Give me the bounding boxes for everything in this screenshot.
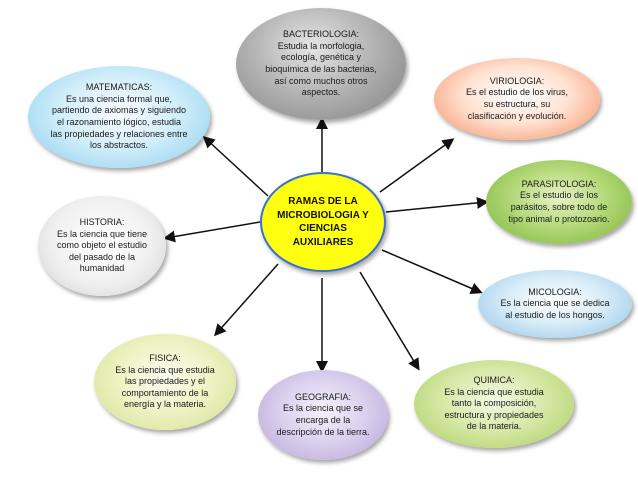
node-matematicas-line-3: el razonamiento lógico, estudia — [56, 117, 182, 127]
arrow-to-micologia — [381, 249, 483, 294]
node-viriologia-line-2: su estructura, su — [483, 99, 551, 109]
node-parasitologia: PARASITOLOGIA: Es el estudio de los pará… — [486, 160, 632, 244]
node-parasitologia-line-2: parásitos, sobre todo de — [510, 202, 608, 212]
node-bacteriologia-line-2: ecología, genética y — [280, 52, 362, 63]
node-historia-line-3: del pasado de la — [68, 251, 136, 262]
node-viriologia: VIRIOLOGIA: Es el estudio de los virus, … — [434, 58, 600, 140]
node-historia: HISTORIA: Es la ciencia que tiene como o… — [38, 196, 166, 296]
node-quimica-line-1: Es la ciencia que estudia — [444, 386, 544, 397]
node-historia-line-4: humanidad — [79, 263, 125, 274]
node-fisica: FISICA: Es la ciencia que estudia las pr… — [94, 334, 236, 430]
node-micologia-title: MICOLOGIA: — [528, 286, 582, 297]
arrow-to-viriologia — [379, 138, 455, 193]
node-fisica-title: FISICA: — [149, 353, 181, 364]
node-geografia-title: GEOGRAFIA: — [294, 391, 351, 402]
central-topic-line-2: MICROBIOLOGIA Y — [277, 209, 369, 221]
node-parasitologia-line-1: Es el estudio de los — [519, 190, 599, 201]
node-geografia-line-3: descripción de la tierra. — [276, 426, 370, 437]
node-quimica: QUIMICA: Es la ciencia que estudia tanto… — [414, 360, 574, 448]
central-topic: RAMAS DE LA MICROBIOLOGIA Y CIENCIAS AUX… — [260, 172, 386, 272]
node-fisica-line-1: Es la ciencia que estudia — [115, 364, 215, 375]
node-matematicas-title: MATEMATICAS: — [85, 82, 153, 93]
node-viriologia-title: VIRIOLOGIA: — [489, 75, 545, 86]
node-fisica-line-4: energía y la materia. — [123, 399, 207, 410]
arrow-to-fisica — [214, 263, 279, 337]
node-quimica-line-2: tanto la composición, — [451, 398, 537, 409]
arrow-to-matematicas — [202, 135, 269, 197]
node-viriologia-line-1: Es el estudio de los virus, — [465, 87, 569, 98]
node-matematicas-line-2: partiendo de axiomas y siguiendo — [51, 105, 187, 116]
node-historia-line-1: Es la ciencia que tiene — [56, 228, 148, 239]
node-bacteriologia: BACTERIOLOGIA: Estudia la morfologia, ec… — [236, 8, 406, 120]
node-bacteriologia-title: BACTERIOLOGIA: — [282, 29, 360, 40]
node-matematicas-line-1: Es una ciencia formal que, — [65, 93, 173, 104]
node-micologia: MICOLOGIA: Es la ciencia que se dedica a… — [478, 270, 632, 338]
node-geografia: GEOGRAFIA: Es la ciencia que se encarga … — [258, 370, 388, 460]
node-historia-line-2: como objeto el estudio — [56, 240, 148, 251]
node-matematicas-line-4: las propiedades y relaciones entre — [50, 128, 188, 139]
node-matematicas-line-5: los abstractos. — [89, 140, 149, 151]
node-quimica-line-4: de la materia. — [466, 421, 522, 432]
node-bacteriologia-line-5: aspectos. — [301, 87, 341, 98]
node-micologia-line-2: al estudio de los hongos. — [505, 309, 605, 320]
node-matematicas: MATEMATICAS: Es una ciencia formal que, … — [28, 66, 210, 168]
node-parasitologia-line-3: tipo animal o protozoario. — [508, 213, 610, 224]
node-quimica-title: QUIMICA: — [473, 375, 515, 386]
node-bacteriologia-line-1: Estudia la morfologia, — [277, 40, 365, 51]
node-fisica-line-3: comportamiento de la — [121, 387, 209, 398]
node-geografia-line-2: encarga de la — [295, 415, 351, 425]
node-fisica-line-2: las propiedades y el — [124, 376, 206, 387]
node-micologia-line-1: Es la ciencia que se dedica — [500, 298, 610, 309]
node-historia-title: HISTORIA: — [79, 217, 125, 228]
node-bacteriologia-line-3: bioquímica de las bacterias, — [265, 64, 377, 74]
node-viriologia-line-3: clasificación y evolución. — [467, 110, 567, 121]
central-topic-line-4: AUXILIARES — [292, 236, 354, 248]
node-bacteriologia-line-4: así como muchos otros — [274, 75, 368, 86]
node-geografia-line-1: Es la ciencia que se — [282, 403, 364, 414]
node-parasitologia-title: PARASITOLOGIA: — [521, 178, 597, 189]
node-quimica-line-3: estructura y propiedades — [444, 409, 544, 420]
arrow-to-parasitologia — [385, 196, 489, 213]
central-topic-line-1: RAMAS DE LA — [288, 196, 358, 207]
arrow-to-historia — [163, 221, 261, 243]
central-topic-line-3: CIENCIAS — [299, 223, 347, 234]
arrow-to-quimica — [359, 271, 420, 371]
